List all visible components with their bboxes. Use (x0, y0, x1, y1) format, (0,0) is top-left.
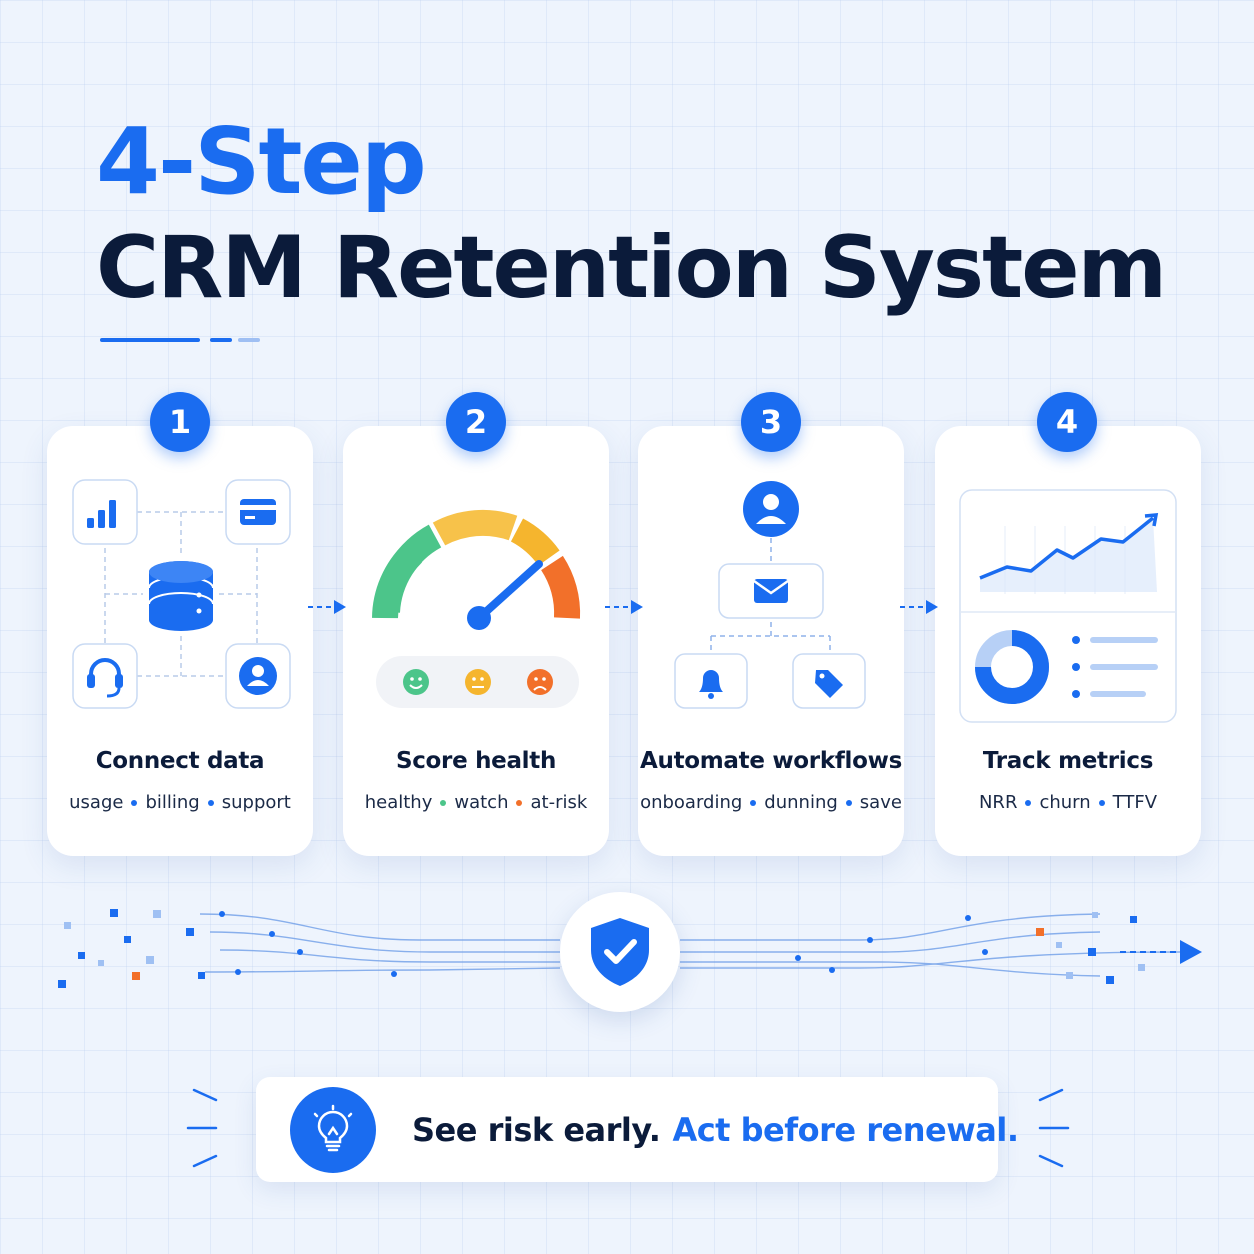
step-tags: onboarding dunning save (638, 792, 904, 813)
step-tag: healthy (364, 792, 433, 813)
cta-rays-left (186, 1088, 218, 1168)
gauge-icon (372, 509, 581, 630)
step-title: Automate workflows (640, 748, 902, 774)
cta-text-primary: See risk early. (412, 1110, 661, 1149)
step-number-badge: 1 (150, 392, 210, 452)
step-tag: billing (145, 792, 200, 813)
tag-icon (792, 653, 866, 709)
donut-chart-icon (975, 630, 1049, 704)
data-flow-band (58, 909, 1202, 988)
title-line-1: 4-Step (96, 108, 427, 215)
mail-icon (718, 563, 824, 619)
step-title: Track metrics (982, 748, 1154, 774)
bell-icon (674, 653, 748, 709)
cta-banner: See risk early. Act before renewal. (256, 1077, 1019, 1182)
step-tag: usage (69, 792, 124, 813)
step-tag: watch (454, 792, 509, 813)
step-title: Score health (395, 748, 557, 774)
step-number-badge: 2 (446, 392, 506, 452)
cta-rays-right (1038, 1088, 1070, 1168)
step-arrow-2 (605, 600, 643, 614)
lightbulb-icon (313, 1104, 353, 1152)
step-title: Connect data (95, 748, 265, 774)
step-tag: dunning (764, 792, 838, 813)
neutral-face-icon (465, 669, 491, 695)
headset-icon (72, 643, 138, 709)
shield-check-icon (591, 918, 649, 986)
step-tags: usage billing support (47, 792, 313, 813)
line-chart-icon (979, 513, 1159, 594)
step-tag: support (221, 792, 291, 813)
title-line-2: CRM Retention System (96, 218, 1167, 318)
step-tag: NRR (978, 792, 1018, 813)
step-tag: onboarding (640, 792, 743, 813)
step-number-badge: 3 (741, 392, 801, 452)
step-arrow-3 (900, 600, 938, 614)
step-tags: NRR churn TTFV (935, 792, 1201, 813)
legend-list-icon (1072, 636, 1158, 698)
step-card-2: Score health healthy watch at-risk (343, 426, 609, 856)
cta-text-accent: Act before renewal. (672, 1110, 1019, 1149)
user-icon (225, 643, 291, 709)
step-card-4: Track metrics NRR churn TTFV (935, 426, 1201, 856)
step-card-1: Connect data usage billing support (47, 426, 313, 856)
step-tag: churn (1039, 792, 1091, 813)
credit-card-icon (225, 479, 291, 545)
step-card-3: Automate workflows onboarding dunning save (638, 426, 904, 856)
step-tags: healthy watch at-risk (343, 792, 609, 813)
user-icon (743, 481, 799, 537)
happy-face-icon (403, 669, 429, 695)
step-tag: TTFV (1112, 792, 1158, 813)
step-arrow-1 (308, 600, 346, 614)
sad-face-icon (527, 669, 553, 695)
step-number-badge: 4 (1037, 392, 1097, 452)
shield-badge (560, 892, 680, 1012)
lightbulb-badge (290, 1087, 376, 1173)
bar-chart-icon (72, 479, 138, 545)
step-tag: save (859, 792, 902, 813)
database-icon (148, 561, 214, 631)
cta-message: See risk early. Act before renewal. (412, 1077, 1019, 1182)
step-tag: at-risk (530, 792, 588, 813)
